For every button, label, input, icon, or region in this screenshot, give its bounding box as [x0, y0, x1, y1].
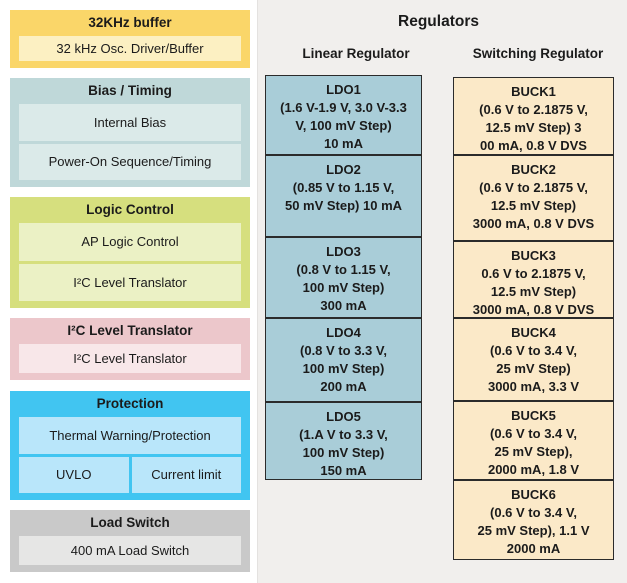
buck5-block: BUCK5 (0.6 V to 3.4 V, 25 mV Step), 2000 mA…: [453, 401, 614, 480]
block-load-switch: Load Switch 400 mA Load Switch: [10, 510, 250, 572]
block-32khz-buffer: 32KHz buffer 32 kHz Osc. Driver/Buffer: [10, 10, 250, 68]
text-line: 100 mV Step): [302, 280, 385, 295]
block-title: Load Switch: [90, 515, 170, 530]
block-item: UVLO: [19, 456, 129, 493]
text-line: LDO2: [326, 162, 361, 177]
text-line: (0.6 V to 2.1875 V,: [479, 102, 588, 117]
buck2-block: BUCK2 (0.6 V to 2.1875 V, 12.5 mV Step) 300…: [453, 155, 614, 241]
text-line: 00 mA, 0.8 V DVS: [480, 138, 587, 153]
block-title: Protection: [96, 396, 164, 411]
text-line: BUCK6: [511, 487, 556, 502]
ldo5-block: LDO5 (1.A V to 3.3 V, 100 mV Step) 150 mA: [265, 402, 422, 480]
block-i2c-level-translator: I²C Level Translator I²C Level Translato…: [10, 318, 250, 380]
text-line: 200 mA: [320, 379, 367, 394]
buck6-block: BUCK6 (0.6 V to 3.4 V, 25 mV Step), 1.1 V 2…: [453, 480, 614, 560]
text-line: BUCK1: [511, 84, 556, 99]
linear-regulator-column: LDO1 (1.6 V-1.9 V, 3.0 V-3.3 V, 100 mV Ste…: [265, 75, 422, 480]
text-line: 12.5 mV Step) 3: [485, 120, 582, 135]
block-item: I²C Level Translator: [19, 263, 241, 301]
text-line: 25 mV Step): [496, 361, 571, 376]
text-line: 3000 mA, 0.8 V DVS: [472, 216, 595, 231]
text-line: LDO5: [326, 409, 361, 424]
text-line: (0.8 V to 1.15 V,: [296, 262, 391, 277]
text-line: 2000 mA: [506, 541, 561, 556]
block-title: 32KHz buffer: [88, 15, 172, 30]
text-line: V, 100 mV Step): [295, 118, 392, 133]
block-protection: Protection Thermal Warning/Protection UV…: [10, 391, 250, 500]
ldo4-block: LDO4 (0.8 V to 3.3 V, 100 mV Step) 200 mA: [265, 318, 422, 402]
buck4-block: BUCK4 (0.6 V to 3.4 V, 25 mV Step) 3000 mA,…: [453, 318, 614, 401]
ldo1-block: LDO1 (1.6 V-1.9 V, 3.0 V-3.3 V, 100 mV Ste…: [265, 75, 422, 155]
text-line: (0.6 V to 3.4 V,: [490, 426, 577, 441]
text-line: (0.85 V to 1.15 V,: [292, 180, 395, 195]
text-line: (0.6 V to 3.4 V,: [490, 505, 577, 520]
buck1-block: BUCK1 (0.6 V to 2.1875 V, 12.5 mV Step) 3 0…: [453, 77, 614, 155]
switching-regulator-header: Switching Regulator: [472, 46, 604, 61]
text-line: 25 mV Step),: [494, 444, 573, 459]
block-title: I²C Level Translator: [67, 323, 193, 338]
text-line: 2000 mA, 1.8 V: [487, 462, 580, 477]
block-title: Logic Control: [86, 202, 174, 217]
text-line: 0.6 V to 2.1875 V,: [481, 266, 586, 281]
block-item: AP Logic Control: [19, 223, 241, 261]
text-line: 10 mA: [323, 136, 364, 151]
block-item: Current limit: [131, 456, 241, 493]
text-line: (0.8 V to 3.3 V,: [300, 343, 387, 358]
block-item: 400 mA Load Switch: [19, 536, 241, 565]
text-line: LDO1: [326, 82, 361, 97]
text-line: 100 mV Step): [302, 445, 385, 460]
block-logic-control: Logic Control AP Logic Control I²C Level…: [10, 197, 250, 308]
text-line: 25 mV Step), 1.1 V: [477, 523, 590, 538]
text-line: BUCK2: [511, 162, 556, 177]
ldo2-block: LDO2 (0.85 V to 1.15 V, 50 mV Step) 10 mA: [265, 155, 422, 237]
text-line: 300 mA: [320, 298, 367, 313]
buck3-block: BUCK3 0.6 V to 2.1875 V, 12.5 mV Step) 3000…: [453, 241, 614, 318]
text-line: 50 mV Step) 10 mA: [284, 198, 403, 213]
text-line: (1.A V to 3.3 V,: [299, 427, 388, 442]
text-line: BUCK4: [511, 325, 556, 340]
text-line: BUCK3: [511, 248, 556, 263]
text-line: 12.5 mV Step): [490, 198, 577, 213]
block-title: Bias / Timing: [88, 83, 172, 98]
ldo3-block: LDO3 (0.8 V to 1.15 V, 100 mV Step) 300 mA: [265, 237, 422, 318]
block-item: 32 kHz Osc. Driver/Buffer: [19, 36, 241, 61]
text-line: LDO3: [326, 244, 361, 259]
text-line: (0.6 V to 3.4 V,: [490, 343, 577, 358]
text-line: (1.6 V-1.9 V, 3.0 V-3.3: [280, 100, 407, 115]
block-bias-timing: Bias / Timing Internal Bias Power-On Seq…: [10, 78, 250, 187]
text-line: BUCK5: [511, 408, 556, 423]
text-line: 3000 mA, 0.8 V DVS: [472, 302, 595, 317]
block-item: Power-On Sequence/Timing: [19, 143, 241, 180]
linear-regulator-header: Linear Regulator: [302, 46, 410, 61]
text-line: 12.5 mV Step): [490, 284, 577, 299]
text-line: 150 mA: [320, 463, 367, 478]
text-line: 3000 mA, 3.3 V: [487, 379, 580, 394]
text-line: LDO4: [326, 325, 361, 340]
text-line: (0.6 V to 2.1875 V,: [479, 180, 588, 195]
block-item: Thermal Warning/Protection: [19, 417, 241, 454]
block-item: Internal Bias: [19, 104, 241, 141]
regulators-title: Regulators: [398, 13, 479, 30]
protection-sub-row: UVLO Current limit: [19, 456, 241, 493]
block-item: I²C Level Translator: [19, 344, 241, 373]
text-line: 100 mV Step): [302, 361, 385, 376]
